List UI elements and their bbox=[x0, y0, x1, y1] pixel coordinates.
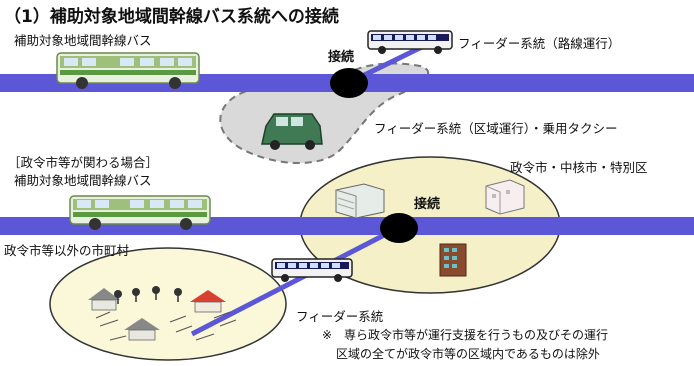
upper-trunk-bus-icon bbox=[56, 52, 200, 89]
hospital-building-icon bbox=[485, 179, 525, 215]
feeder-label: フィーダー系統 bbox=[296, 309, 384, 324]
page-title: （1）補助対象地域間幹線バス系統への接続 bbox=[4, 7, 339, 27]
lower-connection-node bbox=[380, 213, 418, 243]
lower-feeder-line bbox=[190, 225, 400, 337]
upper-feeder-bus-icon bbox=[367, 30, 453, 54]
note-line-2: 区域の全てが政令市等の区域内であるものは除外 bbox=[336, 347, 600, 361]
municipality-label: 政令市等以外の市町村 bbox=[4, 243, 130, 258]
feeder-route-label: フィーダー系統（路線運行） bbox=[458, 36, 621, 51]
upper-connection-label: 接続 bbox=[328, 50, 355, 65]
municipality-region bbox=[49, 247, 287, 361]
lower-connection-label: 接続 bbox=[414, 197, 441, 212]
feeder-area-label: フィーダー系統（区域運行）・乗用タクシー bbox=[374, 121, 618, 136]
lower-trunk-bus-icon bbox=[69, 195, 211, 230]
lower-trunk-bus-label: 補助対象地域間幹線バス bbox=[14, 173, 152, 188]
apartment-building-icon bbox=[439, 243, 467, 277]
note-line-1: ※ 専ら政令市等が運行支援を行うもの及びその運行 bbox=[322, 328, 609, 342]
village-houses-icon bbox=[88, 286, 237, 341]
taxi-van-icon bbox=[261, 113, 323, 150]
city-label: 政令市・中核市・特別区 bbox=[510, 160, 648, 175]
upper-trunk-bus-label: 補助対象地域間幹線バス bbox=[14, 33, 152, 48]
case-label: ［政令市等が関わる場合］ bbox=[8, 155, 159, 170]
office-building-icon bbox=[335, 183, 385, 219]
lower-feeder-bus-icon bbox=[271, 258, 353, 282]
upper-connection-node bbox=[330, 68, 368, 98]
